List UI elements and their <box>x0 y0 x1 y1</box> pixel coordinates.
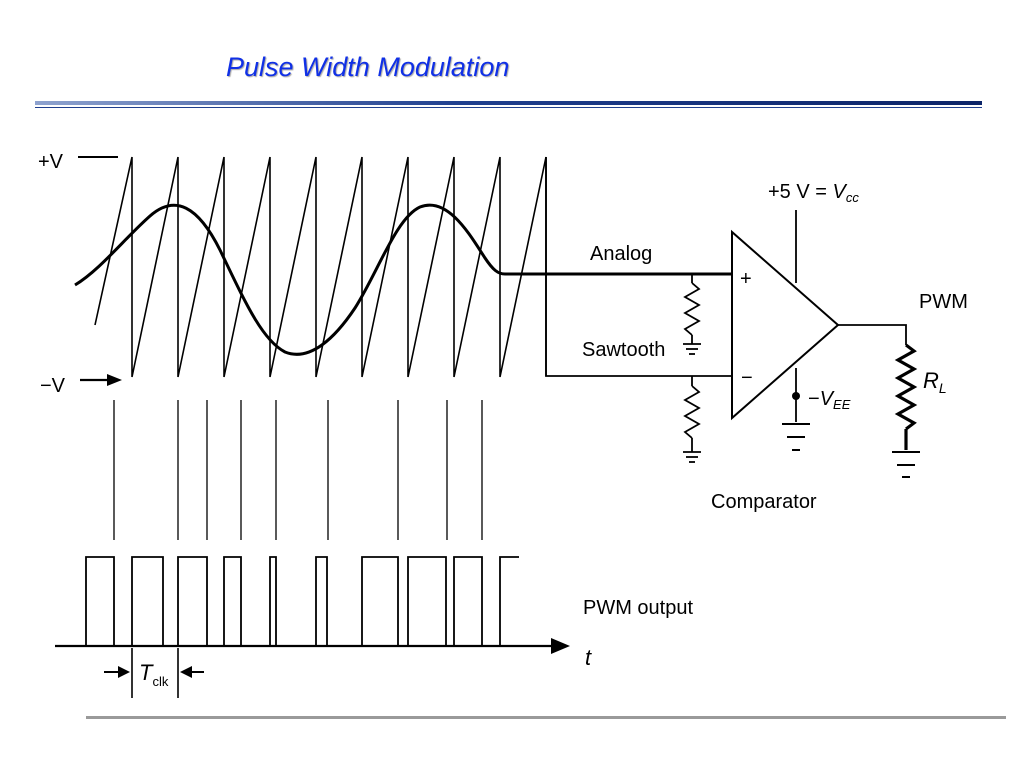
vcc-label: +5 V = Vcc <box>768 181 859 205</box>
comparator-symbol <box>731 229 840 421</box>
vee-node <box>792 392 800 400</box>
tclk-label: Tclk <box>139 660 169 689</box>
rl-sub: L <box>939 380 947 396</box>
analog-wave <box>74 203 732 356</box>
output-line <box>838 324 907 345</box>
time-axis-arrowhead <box>551 638 570 654</box>
vee-sub: EE <box>833 397 851 412</box>
time-axis-label: t <box>585 645 592 670</box>
minus-v-label: −V <box>40 375 66 397</box>
tclk-t: T <box>139 660 154 685</box>
vcc-v: V <box>833 181 848 203</box>
tclk-sub: clk <box>152 674 168 689</box>
plus-input-sign: + <box>740 268 752 290</box>
vee-ground-icon <box>782 423 810 451</box>
crossing-projections <box>113 400 483 540</box>
sawtooth-resistor <box>683 376 701 463</box>
sawtooth-label: Sawtooth <box>582 339 665 361</box>
vee-v: V <box>820 388 835 410</box>
vcc-sub: cc <box>846 190 860 205</box>
analog-label: Analog <box>590 243 652 265</box>
tclk-right-arrowhead <box>180 666 192 678</box>
plus-v-label: +V <box>38 151 64 173</box>
pwm-label: PWM <box>919 291 968 313</box>
footer-rule <box>86 716 1006 719</box>
vee-label: −VEE <box>808 388 851 412</box>
rl-r: R <box>923 368 939 393</box>
header-rule-thin <box>35 107 982 108</box>
vcc-prefix: +5 V = <box>768 181 833 203</box>
sawtooth-wave <box>94 156 547 378</box>
pwm-output-pulses <box>85 556 519 646</box>
comparator-label: Comparator <box>711 491 817 513</box>
rl-label: RL <box>923 368 947 396</box>
sawtooth-feed-line <box>545 157 732 377</box>
slide-title: Pulse Width Modulation <box>226 52 510 82</box>
load-ground-icon <box>892 451 920 478</box>
load-resistor <box>894 343 918 450</box>
analog-resistor <box>683 274 701 355</box>
header-rule <box>35 101 982 105</box>
minus-input-sign: − <box>741 367 753 389</box>
pwm-output-label: PWM output <box>583 597 693 619</box>
minus-v-arrowhead <box>107 374 122 386</box>
tclk-left-arrowhead <box>118 666 130 678</box>
vee-prefix: − <box>808 388 820 410</box>
